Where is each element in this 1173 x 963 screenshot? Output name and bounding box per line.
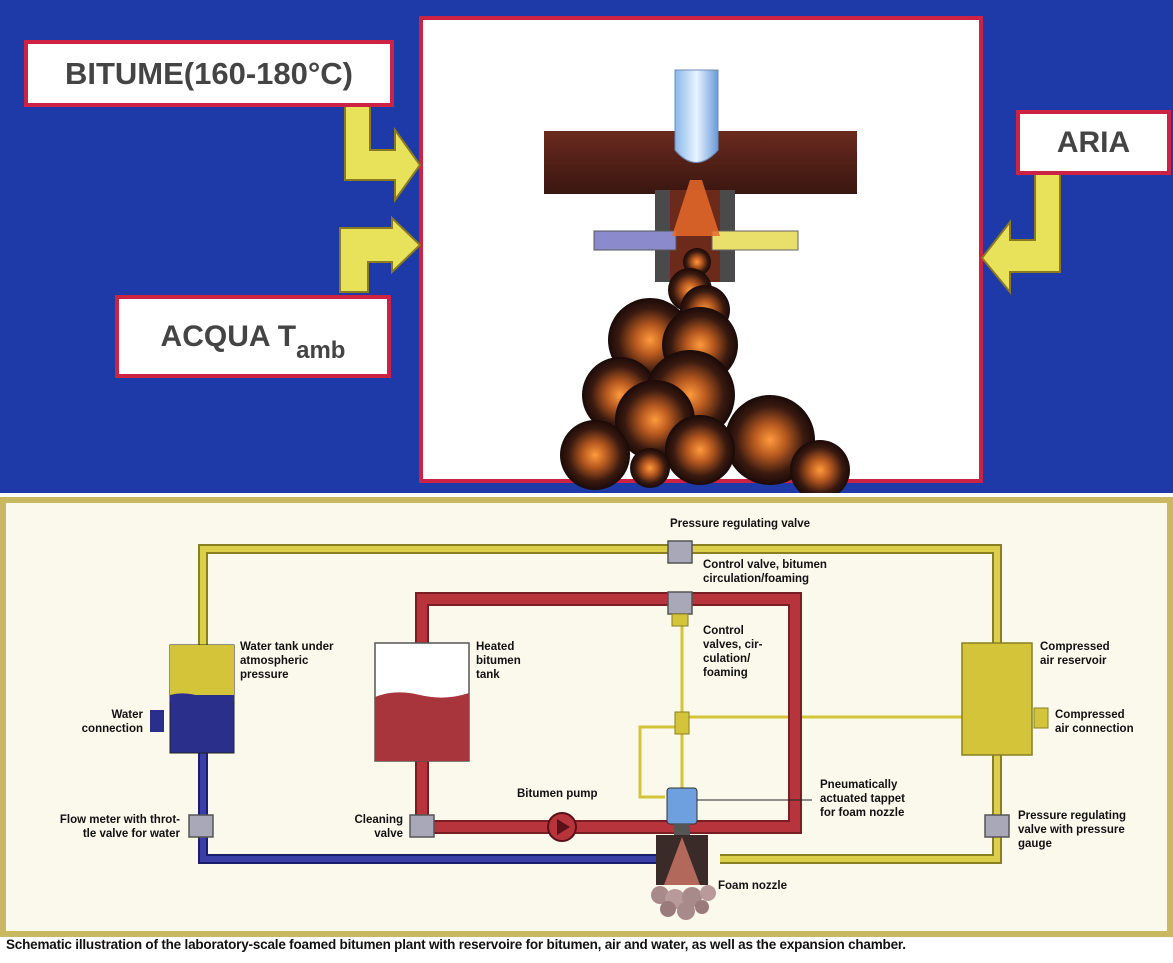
- label-flow-meter-2: tle valve for water: [83, 828, 181, 840]
- water-injector: [593, 230, 677, 251]
- label-control-valves-1: Control: [703, 625, 744, 637]
- label-cleaning-valve-1: Cleaning: [354, 814, 403, 826]
- water-arrow: [339, 215, 422, 293]
- label-heated-bitumen-tank-1: Heated: [476, 641, 514, 653]
- label-compressed-air-reservoir-1: Compressed: [1040, 641, 1110, 653]
- air-label: ARIA: [1016, 110, 1171, 175]
- bitumen-pump-icon: [547, 812, 577, 842]
- label-bitumen-pump: Bitumen pump: [517, 788, 598, 800]
- label-cleaning-valve-2: valve: [374, 828, 403, 840]
- valves: [188, 540, 1010, 838]
- bitumen-nozzle: [674, 69, 719, 163]
- label-pneumatic-tappet-3: for foam nozzle: [820, 807, 904, 819]
- label-heated-bitumen-tank-2: bitumen: [476, 655, 521, 667]
- water-label-main: ACQUA T: [160, 319, 297, 353]
- label-pressure-gauge-valve-1: Pressure regulating: [1018, 810, 1126, 822]
- pressure-gauge-valve: [984, 814, 1010, 838]
- label-water-connection-1: Water: [111, 709, 143, 721]
- bitumen-arrow: [344, 94, 422, 204]
- label-pressure-gauge-valve-2: valve with pressure: [1018, 824, 1125, 836]
- label-water-tank-1: Water tank under: [240, 641, 334, 653]
- label-control-valves-4: foaming: [703, 667, 748, 679]
- water-label-sub: amb: [296, 336, 346, 364]
- label-compressed-air-reservoir-2: air reservoir: [1040, 655, 1107, 667]
- water-tank: [150, 644, 235, 754]
- label-pneumatic-tappet-1: Pneumatically: [820, 779, 898, 791]
- label-water-tank-2: atmospheric: [240, 655, 309, 667]
- control-valve-bitumen: [667, 591, 693, 615]
- bitumen-label-text: BITUME(160-180°C): [64, 55, 354, 91]
- label-compressed-air-connection-2: air connection: [1055, 723, 1134, 735]
- label-foam-nozzle: Foam nozzle: [718, 880, 787, 892]
- heated-bitumen-tank: [374, 642, 470, 762]
- label-water-connection-2: connection: [82, 723, 143, 735]
- label-heated-bitumen-tank-3: tank: [476, 669, 500, 681]
- flow-meter-valve: [188, 814, 214, 838]
- cleaning-valve: [409, 814, 435, 838]
- foaming-illustration: [339, 16, 1061, 493]
- bitumen-label: BITUME(160-180°C): [24, 40, 394, 107]
- air-arrow: [980, 167, 1061, 295]
- label-pressure-regulating-valve: Pressure regulating valve: [670, 518, 810, 530]
- label-water-tank-3: pressure: [240, 669, 289, 681]
- control-air-lines: [638, 607, 962, 799]
- label-pneumatic-tappet-2: actuated tappet: [820, 793, 905, 805]
- air-injector: [711, 230, 799, 251]
- plant-schematic: Pressure regulating valve Control valve,…: [0, 497, 1173, 937]
- plant-schematic-panel: Pressure regulating valve Control valve,…: [0, 497, 1173, 937]
- label-control-valve-bitumen-2: circulation/foaming: [703, 573, 809, 585]
- label-flow-meter-1: Flow meter with throt-: [60, 814, 180, 826]
- pressure-regulating-valve: [667, 540, 693, 564]
- label-control-valves-2: valves, cir-: [703, 639, 763, 651]
- compressed-air-reservoir: [961, 642, 1049, 756]
- foam-bubbles: [560, 248, 850, 493]
- air-label-text: ARIA: [1056, 125, 1131, 159]
- label-pressure-gauge-valve-3: gauge: [1018, 838, 1052, 850]
- figure-caption: Schematic illustration of the laboratory…: [6, 937, 906, 952]
- label-compressed-air-connection-1: Compressed: [1055, 709, 1125, 721]
- foam-nozzle-assembly: [651, 787, 716, 920]
- label-control-valves-3: culation/: [703, 653, 751, 665]
- label-control-valve-bitumen-1: Control valve, bitumen: [703, 559, 827, 571]
